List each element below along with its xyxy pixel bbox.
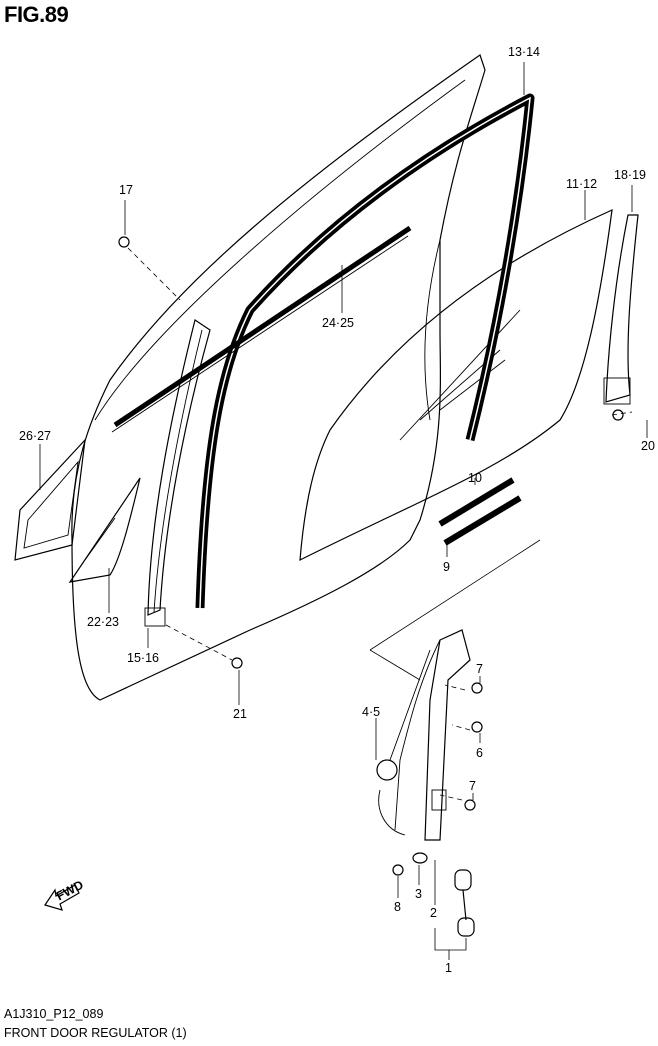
glass-run-channel [195,93,535,609]
callout-20: 20 [641,439,655,453]
bolt-17 [118,236,130,248]
callout-15-16: 15·16 [127,651,159,665]
fwd-label: FWD [54,878,86,904]
callout-4-5: 4·5 [362,705,380,719]
callout-26-27: 26·27 [19,429,51,443]
figure-code: A1J310_P12_089 [4,1007,104,1021]
window-handle [454,869,475,937]
callout-7-upper: 7 [476,662,483,676]
assembly-leaders [127,247,633,801]
bolt-7-lower [464,799,476,811]
figure-caption: FRONT DOOR REGULATOR (1) [4,1026,187,1040]
washer-3 [412,852,428,864]
callout-17: 17 [119,183,133,197]
bolt-21 [231,657,243,669]
nut-8 [392,864,404,876]
callout-18-19: 18·19 [614,168,646,182]
callout-11-12: 11·12 [566,177,597,191]
callout-22-23: 22·23 [87,615,119,629]
quarter-window-frame [14,438,86,561]
callout-9: 9 [443,560,450,574]
callout-3: 3 [415,887,422,901]
callout-1: 1 [445,961,452,975]
window-regulator [376,629,471,841]
door-weatherstrips [438,477,522,546]
fasteners [118,236,624,876]
fwd-arrow-icon: FWD [44,878,86,911]
bolt-6 [471,721,483,733]
door-glass [299,209,613,562]
callout-8: 8 [394,900,401,914]
rear-sash [603,214,639,405]
callout-10: 10 [468,471,482,485]
figure-title: FIG.89 [4,2,69,27]
callout-24-25: 24·25 [322,316,354,330]
callout-leaders [39,62,648,960]
callout-6: 6 [476,746,483,760]
callout-13-14: 13·14 [508,45,540,59]
callout-7-lower: 7 [469,779,476,793]
callout-2: 2 [430,906,437,920]
door-outline [71,54,486,701]
belt-weatherstrip [111,225,412,433]
front-sash [144,319,211,627]
bolt-7-upper [471,682,483,694]
quarter-glass [68,477,141,583]
callout-21: 21 [233,707,247,721]
